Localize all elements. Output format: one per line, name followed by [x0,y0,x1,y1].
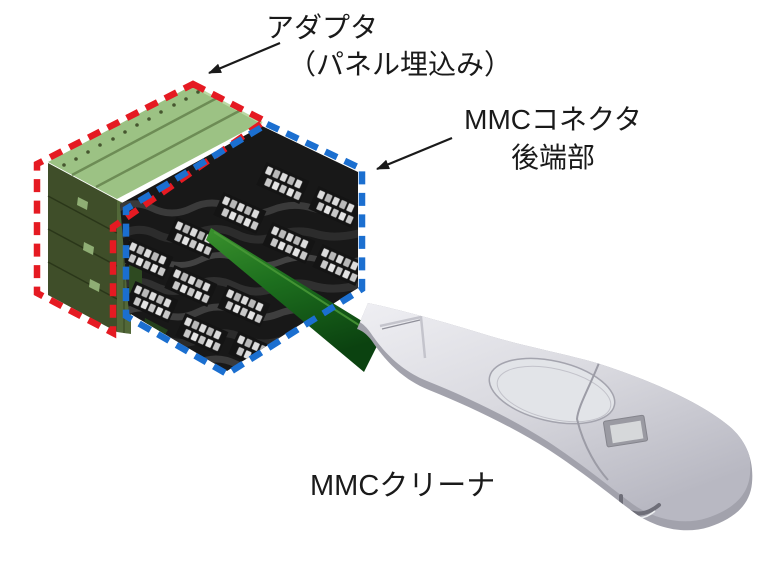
cleaner-neck-notch [379,315,427,359]
mmc-connector-label-line1: MMCコネクタ [464,104,642,135]
cleaner-window [603,414,648,448]
cleaner-disc-button [488,357,616,425]
connector-callout-arrow [376,136,453,171]
callout-arrows [208,41,453,171]
adapter-hole-dots [62,90,200,167]
mmc-connector-label-line2: 後端部 [510,142,595,173]
mmc-cleaner-label: MMCクリーナ [310,470,496,502]
cleaner-tool-illustration [357,303,753,531]
adapter-dashed-outline [33,80,272,339]
cleaner-wand [206,228,383,372]
adapter-callout-arrow [208,41,281,75]
adapter-label-line1: アダプタ [266,12,379,43]
adapter-label-line2: （パネル埋込み） [288,49,513,80]
cleaner-seam-line [575,362,609,481]
connector-dashed-outline [122,120,366,378]
mmc-connector-label: MMCコネクタ 後端部 [446,101,660,177]
adapter-top-face [48,85,262,199]
